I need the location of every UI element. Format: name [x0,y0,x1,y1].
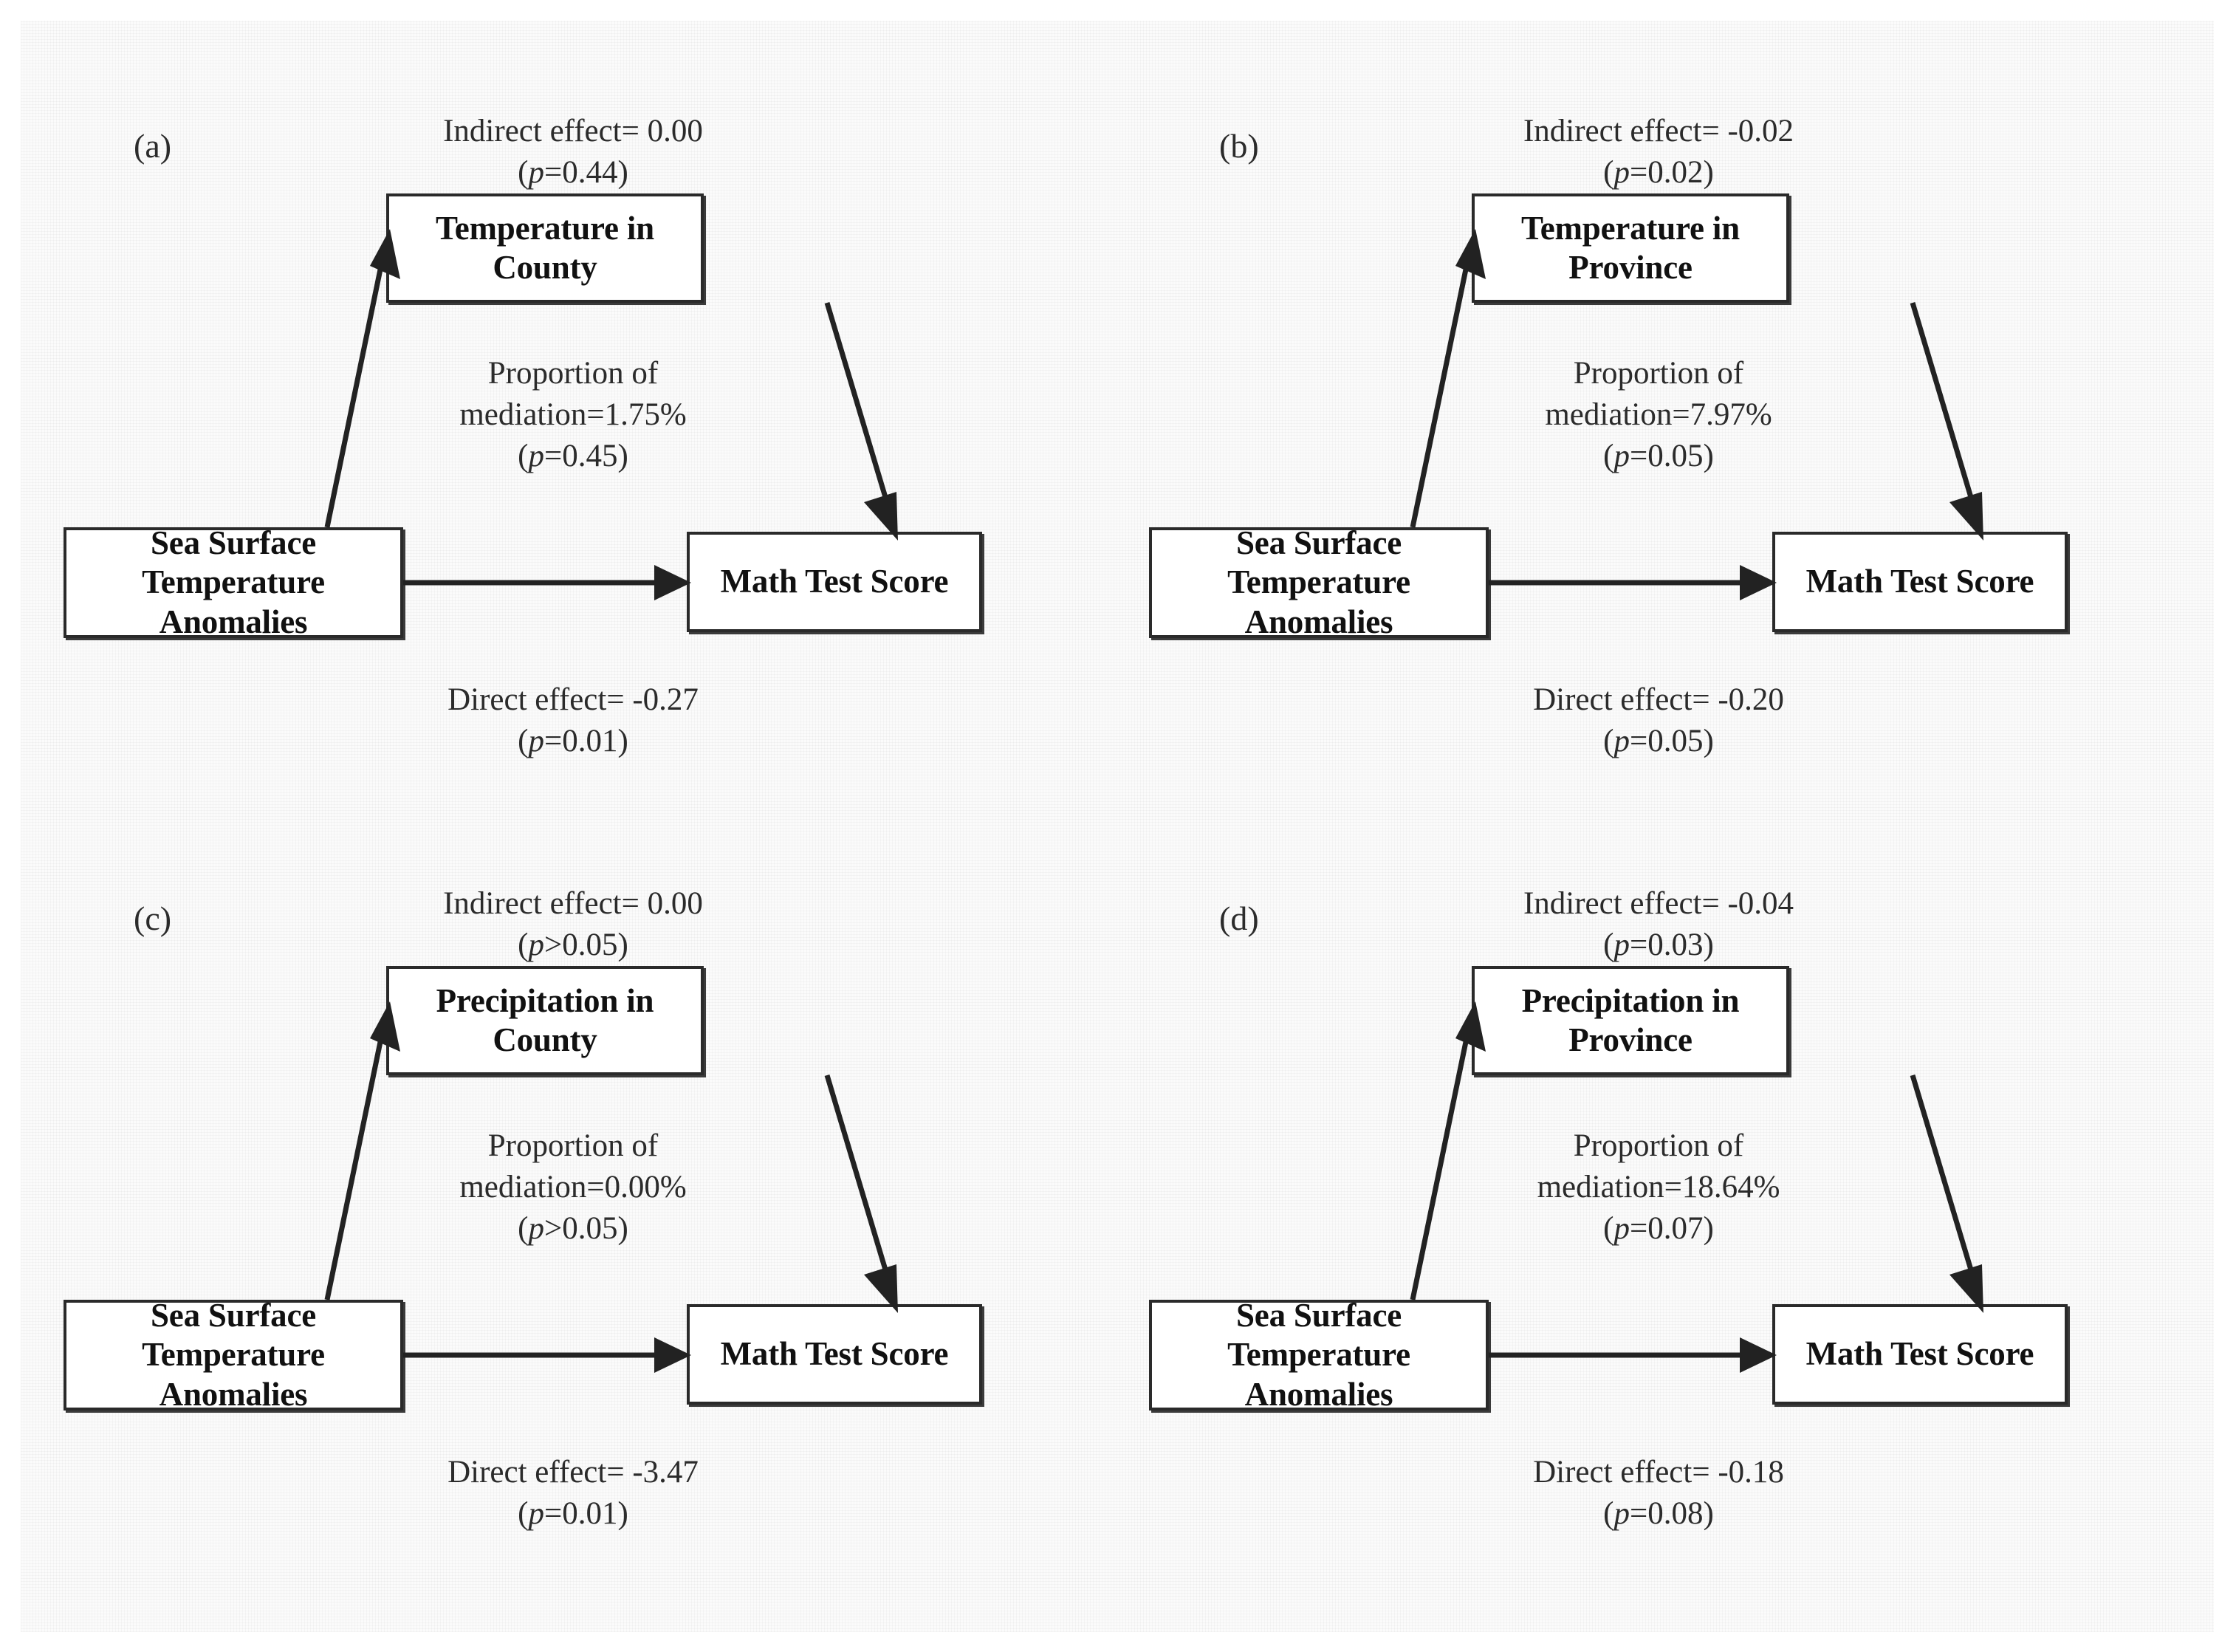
panel-label-b: (b) [1219,127,1259,165]
predictor-line2-c: Anomalies [159,1375,308,1413]
indirect-effect-label-d: Indirect effect= -0.04 (p=0.03) [1289,883,2028,966]
direct-p-text-a: (p=0.01) [518,723,628,758]
proportion-p-rest-c: >0.05) [544,1210,628,1246]
proportion-label-a: Proportion of mediation=1.75% (p=0.45) [263,353,883,477]
mediator-box-a[interactable]: Temperature in County [386,193,704,303]
predictor-box-b[interactable]: Sea Surface Temperature Anomalies [1149,524,1489,640]
indirect-effect-label-b: Indirect effect= -0.02 (p=0.02) [1289,111,2028,193]
predictor-line1-d: Sea Surface Temperature [1227,1297,1410,1374]
mediator-box-c[interactable]: Precipitation in County [386,966,704,1075]
indirect-p-rest-d: =0.03) [1630,927,1714,962]
proportion-label-d: Proportion of mediation=18.64% (p=0.07) [1348,1125,1969,1250]
direct-p-rest-a: =0.01) [544,723,628,758]
direct-effect-text-d: Direct effect= -0.18 [1533,1455,1784,1490]
mediator-line2-c: County [493,1021,597,1058]
mediator-line1-d: Precipitation in [1521,981,1740,1019]
indirect-effect-text-b: Indirect effect= -0.02 [1523,114,1794,148]
mediator-line2-a: County [493,249,597,286]
arrowhead-predictor-to-outcome-a [654,565,691,600]
direct-p-rest-c: =0.01) [544,1495,628,1531]
indirect-p-rest-a: =0.44) [544,154,628,190]
proportion-line1-b: Proportion of [1573,356,1744,391]
outcome-label-c: Math Test Score [720,1335,949,1373]
predictor-box-d[interactable]: Sea Surface Temperature Anomalies [1149,1297,1489,1413]
direct-effect-label-c: Direct effect= -3.47 (p=0.01) [204,1452,942,1535]
direct-effect-text-c: Direct effect= -3.47 [447,1455,699,1490]
direct-effect-label-b: Direct effect= -0.20 (p=0.05) [1289,679,2028,762]
proportion-p-rest-d: =0.07) [1630,1210,1714,1246]
panel-label-c: (c) [134,899,172,937]
proportion-p-text-b: (p=0.05) [1603,438,1714,473]
predictor-line1-c: Sea Surface Temperature [142,1297,325,1374]
panel-d: (d) Indirect effect= -0.04 (p=0.03) Prec… [1119,817,2227,1622]
outcome-label-a: Math Test Score [720,563,949,600]
panel-label-d: (d) [1219,899,1259,937]
outcome-box-d[interactable]: Math Test Score [1772,1304,2068,1405]
proportion-line2-b: mediation=7.97% [1545,397,1772,432]
mediator-line1-b: Temperature in [1521,209,1740,247]
proportion-line2-a: mediation=1.75% [459,397,687,432]
predictor-line1-b: Sea Surface Temperature [1227,524,1410,601]
indirect-p-text-b: (p=0.02) [1603,154,1714,190]
proportion-line1-d: Proportion of [1573,1128,1744,1163]
predictor-line2-a: Anomalies [159,603,308,640]
direct-p-text-c: (p=0.01) [518,1495,628,1531]
panel-label-a: (a) [134,127,172,165]
mediator-line1-c: Precipitation in [436,981,654,1019]
proportion-p-rest-a: =0.45) [544,438,628,473]
predictor-line2-b: Anomalies [1244,603,1393,640]
predictor-box-c[interactable]: Sea Surface Temperature Anomalies [64,1297,403,1413]
outcome-label-b: Math Test Score [1805,563,2034,600]
indirect-p-text-a: (p=0.44) [518,154,628,190]
direct-p-rest-d: =0.08) [1630,1495,1714,1531]
proportion-p-rest-b: =0.05) [1630,438,1714,473]
arrowhead-predictor-to-outcome-c [654,1337,691,1373]
proportion-p-text-d: (p=0.07) [1603,1210,1714,1246]
mediator-line2-b: Province [1568,249,1693,286]
mediator-box-d[interactable]: Precipitation in Province [1472,966,1789,1075]
indirect-effect-label-a: Indirect effect= 0.00 (p=0.44) [204,111,942,193]
outcome-box-b[interactable]: Math Test Score [1772,532,2068,632]
proportion-p-text-c: (p>0.05) [518,1210,628,1246]
indirect-effect-text-a: Indirect effect= 0.00 [443,114,703,148]
direct-p-text-d: (p=0.08) [1603,1495,1714,1531]
indirect-p-text-d: (p=0.03) [1603,927,1714,962]
indirect-effect-label-c: Indirect effect= 0.00 (p>0.05) [204,883,942,966]
arrowhead-predictor-to-outcome-b [1740,565,1777,600]
proportion-line2-c: mediation=0.00% [459,1169,687,1204]
predictor-line2-d: Anomalies [1244,1375,1393,1413]
outcome-label-d: Math Test Score [1805,1335,2034,1373]
proportion-line1-c: Proportion of [487,1128,659,1163]
proportion-line1-a: Proportion of [487,356,659,391]
mediator-line2-d: Province [1568,1021,1693,1058]
arrowhead-predictor-to-outcome-d [1740,1337,1777,1373]
indirect-p-text-c: (p>0.05) [518,927,628,962]
panel-a: (a) Indirect effect= 0.00 (p=0.44) Tempe… [34,44,1142,849]
proportion-line2-d: mediation=18.64% [1537,1169,1780,1204]
direct-p-text-b: (p=0.05) [1603,723,1714,758]
panel-b: (b) Indirect effect= -0.02 (p=0.02) Temp… [1119,44,2227,849]
outcome-box-a[interactable]: Math Test Score [687,532,982,632]
direct-effect-text-a: Direct effect= -0.27 [447,682,699,717]
direct-effect-label-d: Direct effect= -0.18 (p=0.08) [1289,1452,2028,1535]
indirect-p-rest-c: >0.05) [544,927,628,962]
mediator-box-b[interactable]: Temperature in Province [1472,193,1789,303]
proportion-p-text-a: (p=0.45) [518,438,628,473]
direct-effect-text-b: Direct effect= -0.20 [1533,682,1784,717]
mediator-line1-a: Temperature in [436,209,654,247]
outcome-box-c[interactable]: Math Test Score [687,1304,982,1405]
predictor-line1-a: Sea Surface Temperature [142,524,325,601]
direct-effect-label-a: Direct effect= -0.27 (p=0.01) [204,679,942,762]
proportion-label-c: Proportion of mediation=0.00% (p>0.05) [263,1125,883,1250]
panel-c: (c) Indirect effect= 0.00 (p>0.05) Preci… [34,817,1142,1622]
proportion-label-b: Proportion of mediation=7.97% (p=0.05) [1348,353,1969,477]
direct-p-rest-b: =0.05) [1630,723,1714,758]
predictor-box-a[interactable]: Sea Surface Temperature Anomalies [64,524,403,640]
indirect-effect-text-d: Indirect effect= -0.04 [1523,886,1794,921]
indirect-p-rest-b: =0.02) [1630,154,1714,190]
indirect-effect-text-c: Indirect effect= 0.00 [443,886,703,921]
